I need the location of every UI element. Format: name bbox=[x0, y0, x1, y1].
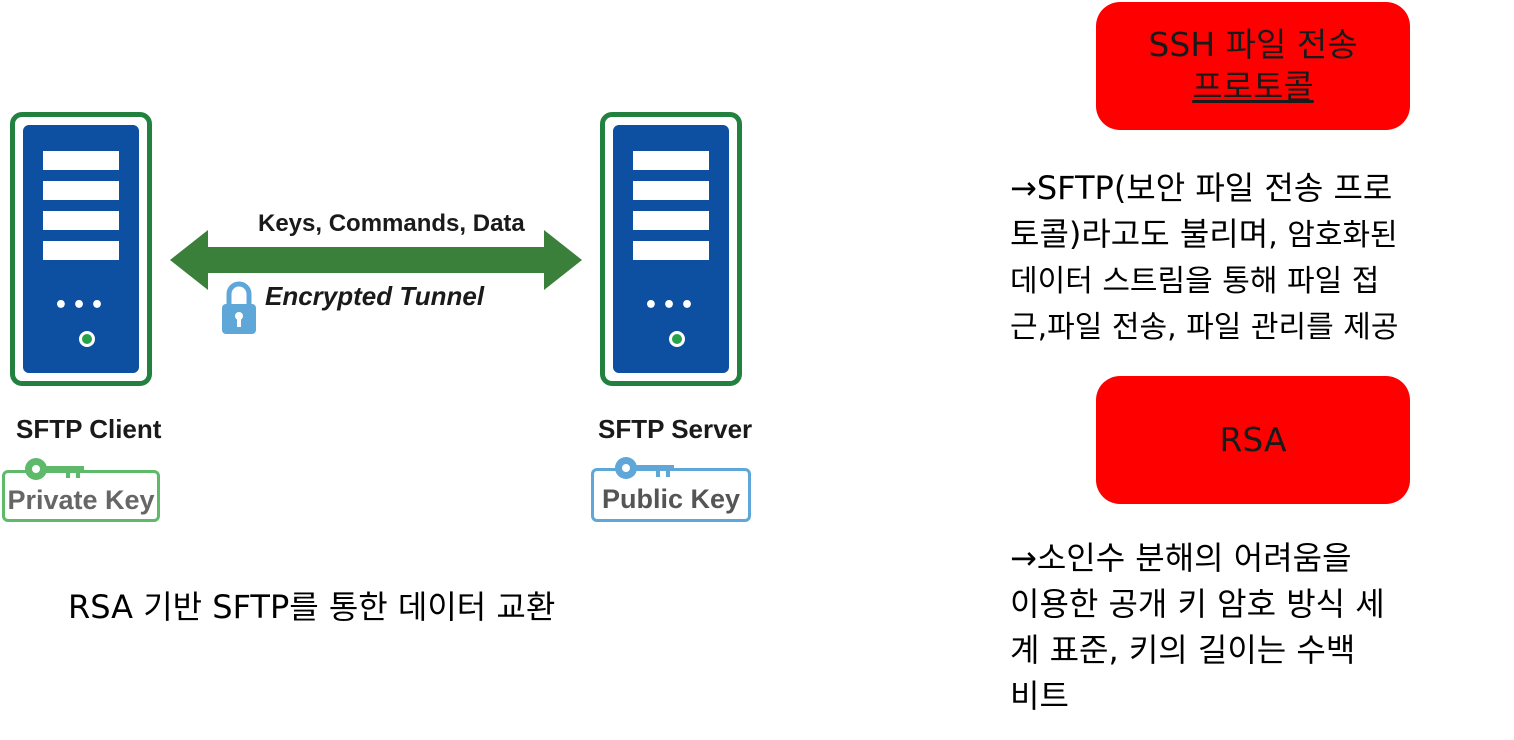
server-led-icon bbox=[79, 331, 95, 347]
client-server-body: ••• bbox=[23, 125, 139, 373]
rsa-box-label: RSA bbox=[1219, 420, 1287, 459]
ssh-box-line2: 프로토콜 bbox=[1192, 67, 1314, 106]
lock-icon bbox=[222, 281, 256, 334]
rsa-description: →소인수 분해의 어려움을 이용한 공개 키 암호 방식 세 계 표준, 키의 … bbox=[1010, 535, 1510, 719]
public-key-card: Public Key bbox=[591, 468, 751, 522]
server-led-icon bbox=[669, 331, 685, 347]
server-slot bbox=[633, 151, 709, 170]
rsa-desc-line: 계 표준, 키의 길이는 수백 bbox=[1010, 631, 1356, 669]
diagram-caption: RSA 기반 SFTP를 통한 데이터 교환 bbox=[68, 588, 556, 626]
server-server-body: ••• bbox=[613, 125, 729, 373]
bidirectional-arrow-icon bbox=[170, 230, 582, 290]
rsa-desc-line: 이용한 공개 키 암호 방식 세 bbox=[1010, 585, 1385, 623]
server-slot bbox=[43, 241, 119, 260]
private-key-label: Private Key bbox=[7, 484, 155, 515]
public-key-icon bbox=[615, 457, 674, 479]
client-label: SFTP Client bbox=[16, 414, 162, 444]
private-key-icon bbox=[25, 458, 84, 480]
rsa-desc-line: 비트 bbox=[1010, 677, 1069, 715]
ssh-desc-line: 토콜)라고도 불리며, 암호화된 bbox=[1010, 211, 1510, 259]
arrow-label: Keys, Commands, Data bbox=[258, 210, 525, 237]
server-slot bbox=[633, 181, 709, 200]
tunnel-label: Encrypted Tunnel bbox=[265, 281, 485, 311]
ssh-desc-line: 데이터 스트림을 통해 파일 접 bbox=[1010, 264, 1380, 299]
server-slot bbox=[43, 181, 119, 200]
server-slot bbox=[43, 151, 119, 170]
rsa-box: RSA bbox=[1096, 376, 1410, 504]
ssh-description: →SFTP(보안 파일 전송 프로 토콜)라고도 불리며, 암호화된 데이터 스… bbox=[1010, 165, 1510, 351]
ssh-desc-line: 근,파일 전송, 파일 관리를 제공 bbox=[1010, 310, 1399, 345]
client-server-icon: ••• bbox=[10, 112, 152, 386]
rsa-desc-line: →소인수 분해의 어려움을 bbox=[1010, 539, 1352, 577]
server-dots: ••• bbox=[643, 293, 699, 318]
ssh-protocol-box: SSH 파일 전송 프로토콜 bbox=[1096, 2, 1410, 130]
server-slot bbox=[43, 211, 119, 230]
ssh-desc-fragment: , 암호화된 bbox=[1268, 218, 1398, 253]
server-slot bbox=[633, 241, 709, 260]
server-server-icon: ••• bbox=[600, 112, 742, 386]
ssh-box-line1: SSH 파일 전송 bbox=[1148, 25, 1358, 64]
server-label: SFTP Server bbox=[598, 414, 753, 444]
ssh-desc-fragment: 토콜)라고도 불리며 bbox=[1010, 215, 1269, 253]
ssh-desc-line: →SFTP(보안 파일 전송 프로 bbox=[1010, 169, 1393, 207]
private-key-card: Private Key bbox=[2, 470, 160, 522]
public-key-label: Public Key bbox=[601, 483, 741, 514]
server-slot bbox=[633, 211, 709, 230]
server-dots: ••• bbox=[53, 293, 109, 318]
